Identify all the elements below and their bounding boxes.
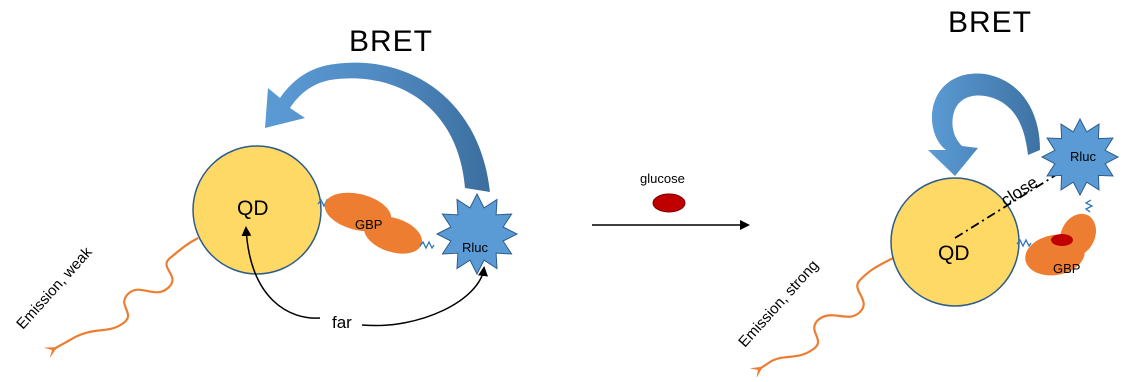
right-rluc-label: Rluc (1070, 149, 1097, 164)
right-bret-label: BRET (948, 6, 1033, 39)
left-far-arrow-to-rluc (361, 266, 488, 327)
right-bret-arrow (928, 73, 1040, 176)
right-linker-gbp-rluc (1084, 199, 1094, 213)
right-rluc-star (1040, 117, 1120, 197)
right-gbp-protein (1025, 213, 1096, 276)
right-gbp-label: GBP (1053, 261, 1081, 276)
reaction (592, 193, 750, 230)
left-gbp-protein (324, 192, 423, 254)
left-rluc-star (435, 192, 519, 276)
left-bret-arrow (265, 62, 490, 193)
right-panel (749, 73, 1120, 379)
left-qd-circle (192, 145, 322, 275)
left-far-arrow-to-qd (241, 226, 321, 319)
left-qd-label: QD (237, 197, 269, 220)
left-bret-label: BRET (349, 25, 434, 58)
left-emission-wave (43, 237, 199, 359)
right-bound-glucose (1051, 234, 1073, 246)
right-close-distance-line (954, 164, 1073, 239)
right-linker-qd-gbp (1016, 238, 1032, 248)
right-emission-wave (749, 257, 894, 379)
left-far-label: far (332, 313, 352, 332)
glucose-label: glucose (640, 171, 685, 186)
left-gbp-label: GBP (355, 217, 383, 232)
left-linker-gbp-rluc (419, 240, 435, 250)
left-panel (43, 62, 519, 359)
glucose-molecule (652, 193, 686, 213)
right-qd-label: QD (938, 242, 970, 265)
left-rluc-label: Rluc (462, 240, 489, 255)
